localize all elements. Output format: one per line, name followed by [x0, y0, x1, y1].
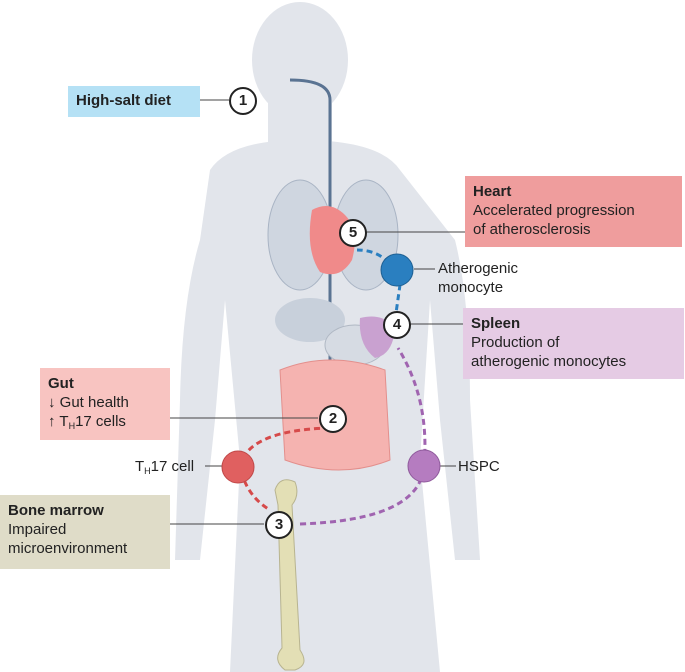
- gut-line2: ↑ TH17 cells: [48, 412, 162, 436]
- monocyte-line1: Atherogenic: [438, 260, 519, 277]
- monocyte-line2: monocyte: [438, 279, 504, 296]
- spleen-line2: atherogenic monocytes: [471, 353, 627, 370]
- monocyte-label: Atherogenic monocyte: [438, 259, 518, 297]
- spleen-line1: Production of: [471, 334, 560, 351]
- gut-box: Gut↓ Gut health↑ TH17 cells: [40, 368, 170, 440]
- bone-title: Bone marrow: [8, 502, 104, 519]
- step-3: 3: [265, 511, 293, 539]
- heart-line2: of atherosclerosis: [473, 221, 591, 238]
- digestive-arrow: [289, 78, 332, 420]
- th17-cell-icon: [221, 450, 255, 484]
- monocyte-cell-icon: [380, 253, 414, 287]
- th17-post: 17 cell: [150, 458, 195, 475]
- bone-line2: microenvironment: [8, 540, 128, 557]
- th17-label: TH17 cell: [135, 457, 194, 481]
- th17-sub: H: [144, 466, 151, 476]
- gut-line2-pre: ↑ T: [48, 413, 69, 430]
- liver: [275, 298, 345, 342]
- bone-line1: Impaired: [8, 521, 67, 538]
- gut-line2-sub: H: [68, 421, 76, 431]
- spleen-title: Spleen: [471, 315, 521, 332]
- hspc-label: HSPC: [458, 458, 500, 475]
- heart-title: Heart: [473, 183, 512, 200]
- step-2: 2: [319, 405, 347, 433]
- th17-pre: T: [135, 458, 145, 475]
- step-1: 1: [229, 87, 257, 115]
- salt-title: High-salt diet: [76, 92, 172, 109]
- step-4: 4: [383, 311, 411, 339]
- hspc-path: [299, 347, 427, 526]
- salt-box: High-salt diet: [68, 86, 200, 117]
- step-5: 5: [339, 219, 367, 247]
- hspc-cell-icon: [407, 449, 441, 483]
- gut-title: Gut: [48, 375, 74, 392]
- gut-line1: ↓ Gut health: [48, 394, 129, 411]
- heart-line1: Accelerated progression: [473, 202, 635, 219]
- gut-line2-post: 17 cells: [75, 413, 126, 430]
